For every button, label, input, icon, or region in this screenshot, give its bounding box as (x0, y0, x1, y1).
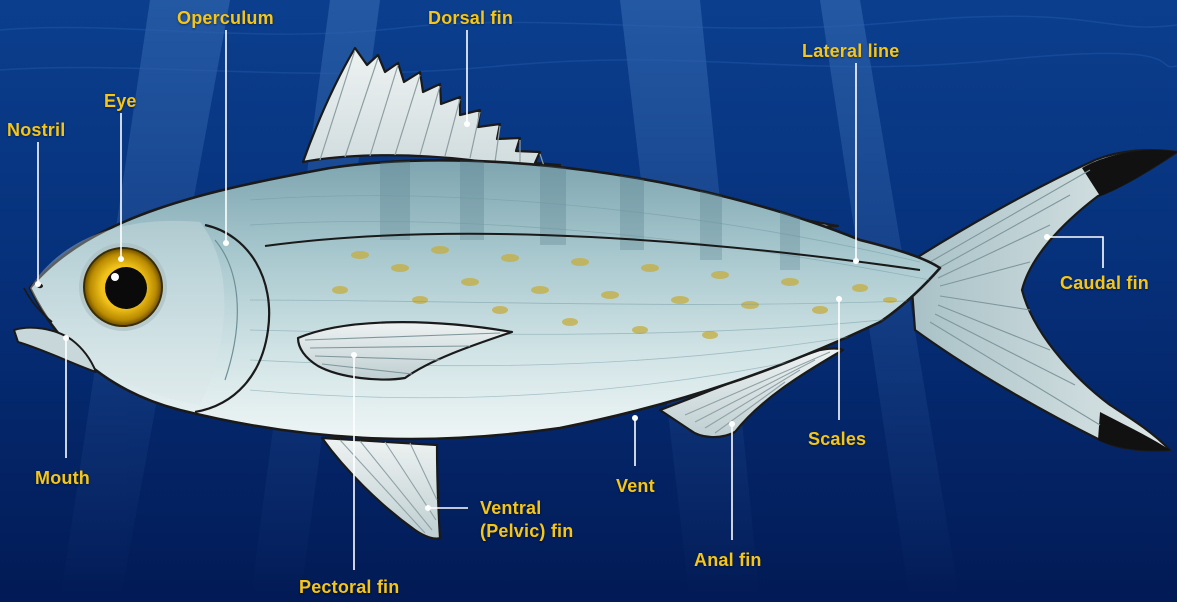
label-anal-fin: Anal fin (694, 549, 762, 571)
label-scales: Scales (808, 428, 866, 450)
label-eye: Eye (104, 90, 137, 112)
label-ventral-fin: Ventral (Pelvic) fin (480, 497, 573, 543)
label-pectoral-fin: Pectoral fin (299, 576, 399, 598)
label-dorsal-fin: Dorsal fin (428, 7, 513, 29)
label-vent: Vent (616, 475, 655, 497)
label-nostril: Nostril (7, 119, 65, 141)
label-mouth: Mouth (35, 467, 90, 489)
label-ventral-fin-line1: Ventral (480, 497, 573, 520)
label-operculum: Operculum (177, 7, 274, 29)
label-lateral-line: Lateral line (802, 40, 899, 62)
label-ventral-fin-line2: (Pelvic) fin (480, 520, 573, 543)
label-caudal-fin: Caudal fin (1060, 272, 1149, 294)
